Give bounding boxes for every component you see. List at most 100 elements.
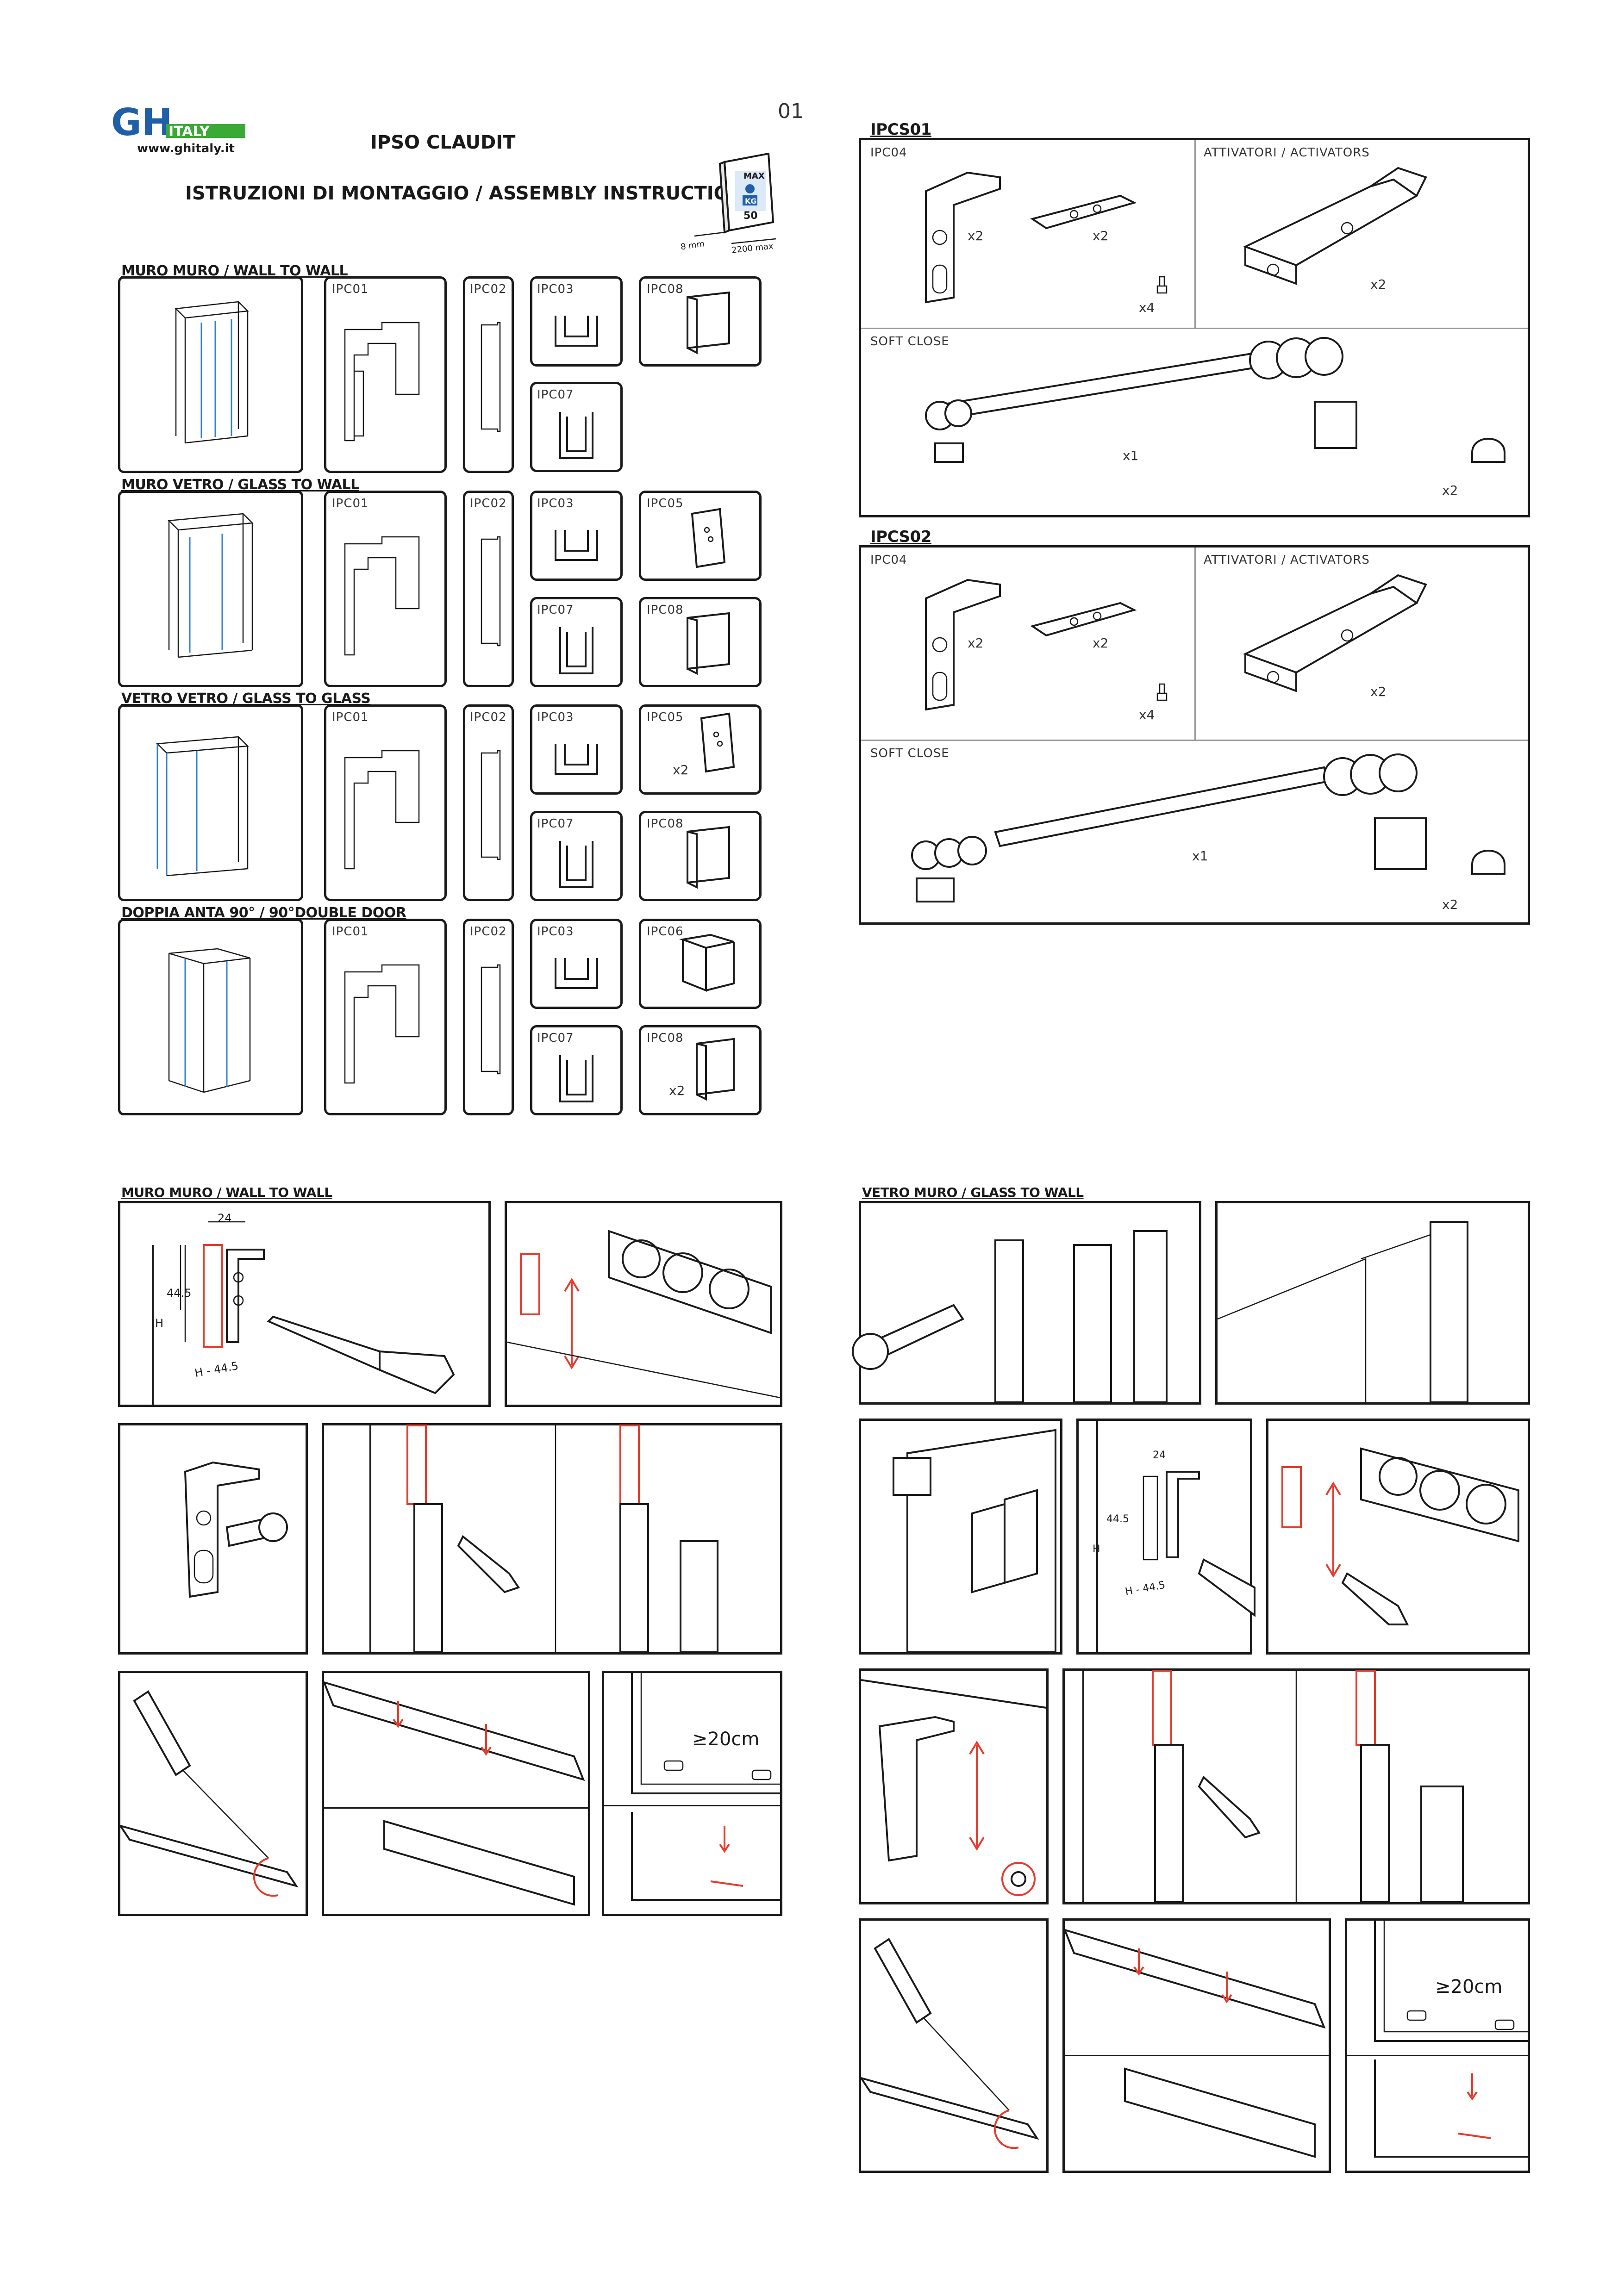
page-subtitle: ISTRUZIONI DI MONTAGGIO / ASSEMBLY INSTR… [185,183,758,204]
logo: GH ITALY www.ghitaly.it [111,101,250,156]
step-w4-insert-profile [322,1423,782,1655]
step-g3-glass-clamps [859,1419,1062,1655]
part-ipc08-row4: IPC08 x2 [639,1025,762,1115]
spec-tile: MAX KG 50 8 mm 2200 max [680,152,782,259]
part-qty: x2 [673,762,689,778]
dim-44-5: 44.5 [1106,1513,1129,1525]
step-w7-gap-check: ≥20cm [602,1671,782,1916]
step-w5-seal-profile [118,1671,308,1916]
kit-title-ipcs02: IPCS02 [870,528,931,546]
kit-bracket-code: IPC04 [870,553,907,567]
kit-bracket-qty: x2 [968,228,984,243]
kit-activator-qty: x2 [1370,277,1387,292]
part-code: IPC01 [332,710,369,724]
kit-activators-label: ATTIVATORI / ACTIVATORS [1204,146,1370,160]
activator-icon [1243,574,1427,692]
kit-screw-qty: x4 [1139,707,1155,722]
kit-screw-qty: x4 [1139,300,1155,315]
dim-44-5: 44.5 [167,1287,192,1300]
steps-title-wall-to-wall: MURO MURO / WALL TO WALL [121,1185,332,1200]
part-ipc02-row4: IPC02 [463,919,514,1115]
kit-stopper-qty: x2 [1442,897,1458,912]
dim-h: H [1093,1543,1100,1555]
part-ipc08-row3: IPC08 [639,811,762,901]
config-illustration-wall-to-wall [118,276,303,473]
part-code: IPC08 [647,282,684,296]
part-ipc02-row1: IPC02 [463,276,514,473]
part-code: IPC07 [537,388,574,402]
website-url[interactable]: www.ghitaly.it [137,142,235,156]
part-code: IPC03 [537,710,574,724]
step-w1-bracket-measure: 24 44.5 H H - 44.5 [118,1201,491,1407]
kit-soft-close-label: SOFT CLOSE [870,335,949,348]
part-code: IPC02 [470,925,507,939]
part-ipc07-row2: IPC07 [530,597,623,687]
step-w6-top-rail [322,1671,590,1916]
part-code: IPC01 [332,282,369,296]
part-ipc07-row3: IPC07 [530,811,623,901]
part-code: IPC06 [647,925,684,939]
page-title: IPSO CLAUDIT [370,132,516,153]
kit-stopper-qty: x2 [1442,483,1458,498]
part-code: IPC08 [647,817,684,831]
dim-24: 24 [1153,1450,1166,1461]
kit-activators-label: ATTIVATORI / ACTIVATORS [1204,553,1370,567]
part-ipc03-row4: IPC03 [530,919,623,1009]
step-g8-seal-profile [859,1918,1049,2173]
svg-text:ITALY: ITALY [169,124,210,140]
part-ipc01-row3: IPC01 [324,704,447,901]
config-title-double-door: DOPPIA ANTA 90° / 90°DOUBLE DOOR [121,905,406,921]
step-g1-fix-profile [852,1201,1201,1405]
svg-text:GH: GH [111,101,173,144]
dim-h: H [155,1317,164,1330]
part-code: IPC01 [332,925,369,939]
config-illustration-glass-to-wall [118,491,303,687]
part-ipc01-row4: IPC01 [324,919,447,1115]
part-ipc02-row2: IPC02 [463,491,514,687]
config-illustration-glass-to-glass [118,704,303,901]
part-ipc08-row2: IPC08 [639,597,762,687]
part-ipc01-row1: IPC01 [324,276,447,473]
part-code: IPC02 [470,710,507,724]
step-g2-glass-frame [1215,1201,1530,1405]
kit-title-ipcs01: IPCS01 [870,120,931,139]
part-ipc07-row1: IPC07 [530,382,623,472]
part-code: IPC03 [537,282,574,296]
bracket-icon [925,579,1168,711]
bracket-icon [925,171,1168,304]
gap-label: ≥20cm [1435,1976,1503,1997]
part-ipc06-row4: IPC06 [639,919,762,1009]
part-ipc03-row2: IPC03 [530,491,623,581]
kit-soft-close-label: SOFT CLOSE [870,747,949,760]
kit-panel-ipcs01: IPC04 ATTIVATORI / ACTIVATORS x2 x2 x4 x… [859,138,1530,517]
step-g9-top-rail [1062,1918,1331,2173]
kit-soft-close-qty: x1 [1192,848,1208,864]
part-code: IPC07 [537,603,574,617]
step-g6-adjust-wheel [859,1668,1049,1904]
part-ipc03-row3: IPC03 [530,704,623,795]
step-w3-screw-bracket [118,1423,308,1655]
step-g5-activator-align [1266,1419,1530,1655]
part-ipc07-row4: IPC07 [530,1025,623,1115]
spec-max-label: MAX [743,171,765,181]
part-code: IPC03 [537,497,574,510]
part-code: IPC01 [332,497,369,510]
part-code: IPC08 [647,1031,684,1045]
part-ipc05-row2: IPC05 [639,491,762,581]
part-code: IPC05 [647,497,684,510]
part-code: IPC03 [537,925,574,939]
kit-plate-qty: x2 [1093,228,1109,243]
part-code: IPC08 [647,603,684,617]
config-title-glass-to-glass: VETRO VETRO / GLASS TO GLASS [121,691,371,707]
logo-mark-icon: GH ITALY [111,101,245,144]
part-ipc03-row1: IPC03 [530,276,623,367]
soft-close-icon [911,753,1505,902]
part-ipc08-row1: IPC08 [639,276,762,367]
dim-24: 24 [218,1212,232,1225]
kit-plate-qty: x2 [1093,635,1109,651]
config-illustration-double-door [118,919,303,1115]
part-code: IPC02 [470,282,507,296]
soft-close-icon [925,337,1505,463]
kit-activator-qty: x2 [1370,684,1387,699]
page-number: 01 [778,100,804,123]
